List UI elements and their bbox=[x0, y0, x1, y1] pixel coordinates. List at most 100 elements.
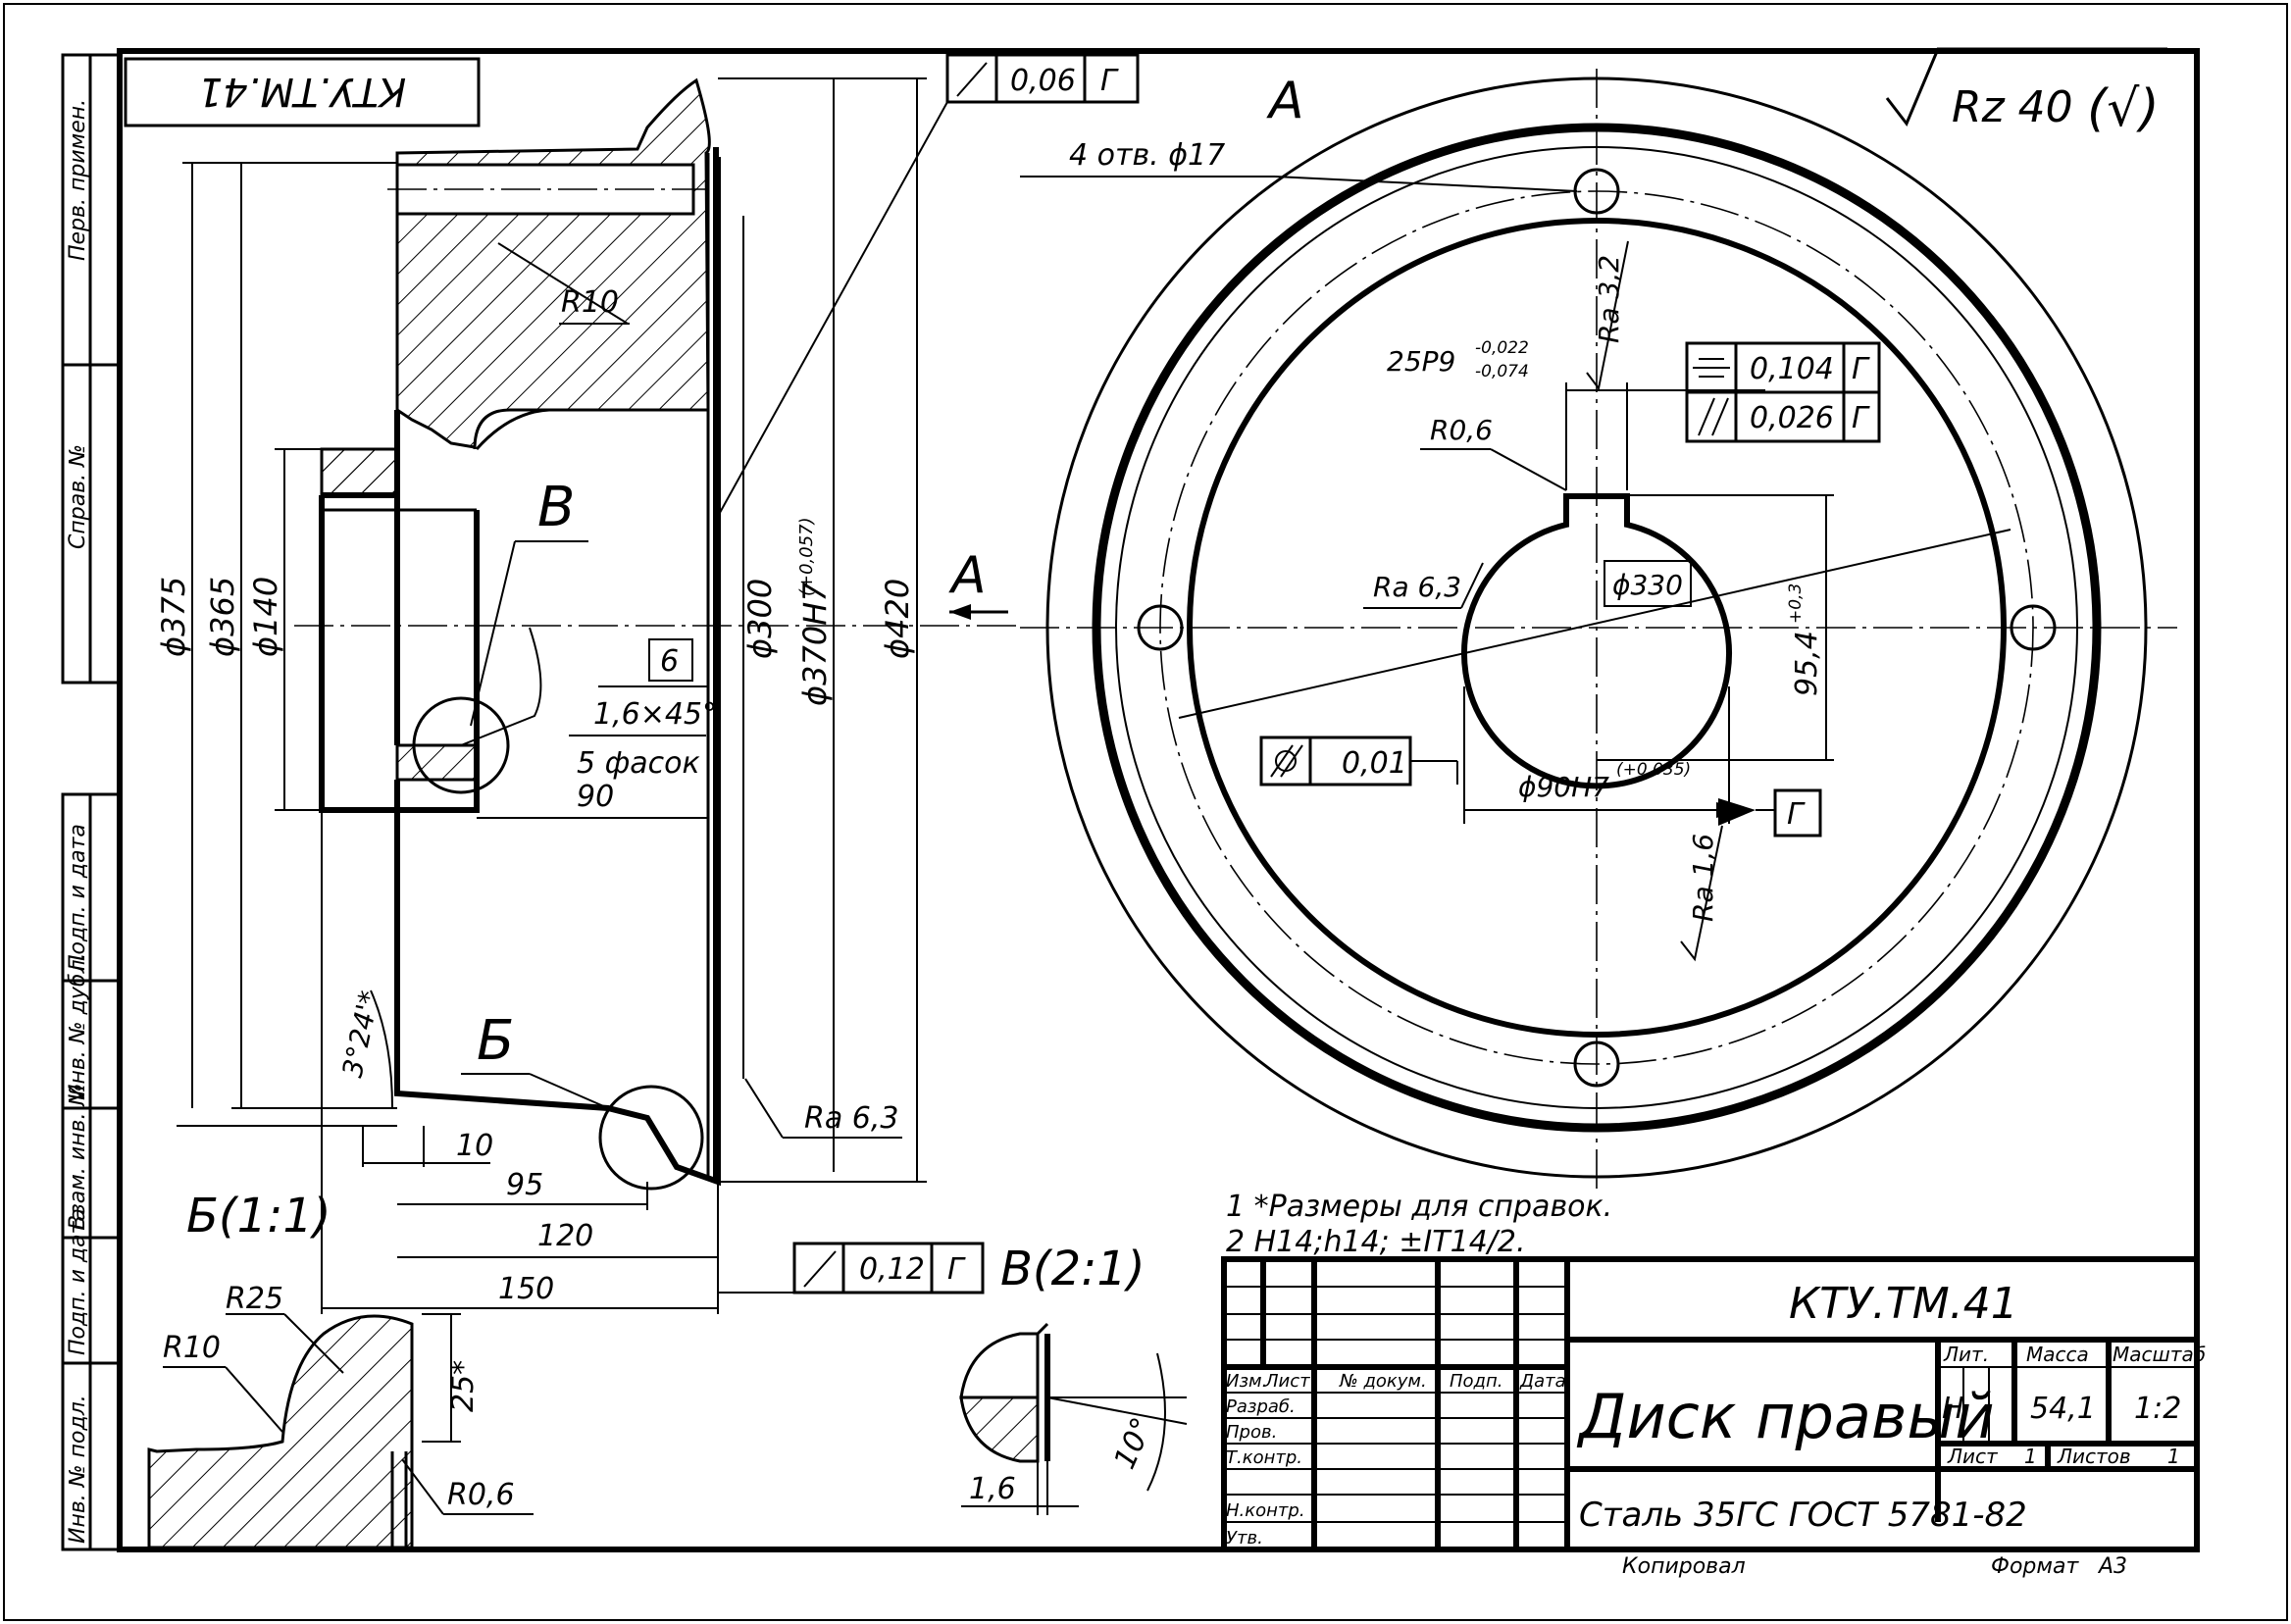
note-2: 2 H14;h14; ±IT14/2. bbox=[1226, 1225, 1526, 1259]
tb-massa: 54,1 bbox=[2030, 1392, 2096, 1426]
view-a: А А 4 отв. ϕ17 Ra 3,2 25P9 -0,022 -0,074… bbox=[948, 69, 2177, 1192]
bore-keyway bbox=[1461, 493, 1732, 789]
tb-tkontr: Т.контр. bbox=[1226, 1447, 1302, 1468]
view-a-arrow-label: А bbox=[948, 546, 987, 605]
sym-base: Г bbox=[1852, 352, 1870, 386]
runout-bottom-frame: 0,12 Г bbox=[718, 1242, 985, 1294]
detail-b-label: Б(1:1) bbox=[186, 1189, 331, 1243]
tb-copied: Копировал bbox=[1622, 1554, 1746, 1579]
tb-masshtab-hdr: Масштаб bbox=[2113, 1343, 2206, 1366]
sym-value: 0,104 bbox=[1750, 352, 1834, 386]
side-inv-podl: Инв. № подл. bbox=[66, 1395, 90, 1544]
detail-v: В(2:1) 1,6 10° bbox=[959, 1242, 1188, 1515]
tb-format-label: Формат bbox=[1991, 1554, 2079, 1579]
ra16: Ra 1,6 bbox=[1687, 834, 1719, 922]
view-r06: R0,6 bbox=[1430, 414, 1493, 446]
general-roughness-mark: (√) bbox=[2087, 79, 2160, 138]
view-a-label: А bbox=[1266, 72, 1304, 130]
tb-lit-hdr: Лит. bbox=[1943, 1343, 1989, 1366]
tb-name: Диск правый bbox=[1576, 1381, 1995, 1452]
side-podp-data-2: Подп. и дата bbox=[66, 1208, 90, 1355]
section-hatch-upper bbox=[320, 77, 711, 497]
tb-prov: Пров. bbox=[1226, 1422, 1277, 1443]
side-podp-data-1: Подп. и дата bbox=[66, 824, 90, 971]
detail-v-label: В(2:1) bbox=[1000, 1242, 1146, 1296]
side-inv-dubl: Инв. № дубл. bbox=[66, 952, 90, 1100]
dim-chamfer-count: 5 фасок bbox=[577, 746, 700, 781]
tb-masshtab: 1:2 bbox=[2134, 1392, 2181, 1426]
tb-listov-no: 1 bbox=[2167, 1445, 2180, 1468]
general-roughness-value: Rz 40 bbox=[1952, 82, 2073, 132]
section-view: ϕ375 ϕ365 ϕ140 ϕ300 ϕ370H7 (+0,057) ϕ420… bbox=[155, 53, 1140, 1314]
side-sprav-no: Справ. № bbox=[66, 444, 90, 549]
dim-954: 95,4 bbox=[1790, 631, 1824, 696]
tb-list-no: 1 bbox=[2024, 1445, 2037, 1468]
tb-list-label: Лист bbox=[1947, 1445, 1999, 1468]
d90: ϕ90H7 bbox=[1518, 771, 1609, 803]
side-vzam-inv: Взам. инв. № bbox=[66, 1084, 90, 1230]
tb-list: Лист bbox=[1264, 1371, 1310, 1392]
note-1: 1 *Размеры для справок. bbox=[1226, 1190, 1612, 1224]
runout-bottom-value: 0,12 bbox=[859, 1252, 925, 1287]
detail-v-angle: 10° bbox=[1107, 1412, 1160, 1474]
section-label-b: Б bbox=[477, 1009, 514, 1073]
tb-podp: Подп. bbox=[1450, 1371, 1502, 1392]
d90-tol: (+0,035) bbox=[1616, 760, 1691, 780]
keyway-dim: 25P9 bbox=[1387, 345, 1455, 378]
dim-chamfer: 1,6×45° bbox=[593, 697, 717, 732]
ra32: Ra 3,2 bbox=[1593, 255, 1625, 343]
tb-data: Дата bbox=[1519, 1371, 1566, 1392]
holes-label: 4 отв. ϕ17 bbox=[1069, 138, 1225, 173]
keyway-upper: -0,022 bbox=[1475, 338, 1529, 358]
tb-format: А3 bbox=[2097, 1554, 2127, 1579]
title-block: Изм. Лист № докум. Подп. Дата Разраб. Пр… bbox=[1221, 1256, 2206, 1579]
runout-top-base: Г bbox=[1100, 64, 1119, 98]
detail-v-dim16: 1,6 bbox=[969, 1472, 1016, 1506]
dim-d370: ϕ370H7 bbox=[796, 582, 834, 706]
dim-d365: ϕ365 bbox=[204, 577, 241, 657]
tolerance-frames: 0,104 Г 0,026 Г bbox=[1685, 341, 1881, 443]
section-hatch-lower bbox=[395, 743, 479, 782]
cyl-value: 0,01 bbox=[1342, 746, 1407, 781]
runout-top-frame: 0,06 Г bbox=[715, 53, 1140, 521]
dim-150: 150 bbox=[498, 1272, 554, 1306]
dim-d375: ϕ375 bbox=[155, 577, 192, 657]
general-roughness: Rz 40 (√) bbox=[1885, 47, 2167, 138]
dim-95: 95 bbox=[506, 1168, 543, 1202]
tb-listov-label: Листов bbox=[2057, 1445, 2131, 1468]
section-label-v: В bbox=[537, 476, 575, 539]
tb-code: КТУ.ТМ.41 bbox=[1789, 1279, 2018, 1329]
runout-bottom-base: Г bbox=[947, 1252, 966, 1287]
datum-g: Г bbox=[1787, 797, 1806, 832]
tb-nkontr: Н.контр. bbox=[1226, 1500, 1305, 1521]
keyway-lower: -0,074 bbox=[1475, 362, 1529, 381]
tb-material: Сталь 35ГС ГОСТ 5781-82 bbox=[1579, 1496, 2027, 1535]
side-perv-primen: Перв. примен. bbox=[66, 99, 90, 261]
tb-utv: Утв. bbox=[1226, 1528, 1263, 1548]
d330: ϕ330 bbox=[1612, 569, 1683, 601]
detail-b: Б(1:1) 25* R25 R10 R0,6 bbox=[147, 1189, 534, 1549]
dim-120: 120 bbox=[537, 1219, 593, 1253]
dim-10: 10 bbox=[456, 1129, 493, 1163]
tb-razrab: Разраб. bbox=[1226, 1396, 1296, 1417]
dim-d420: ϕ420 bbox=[879, 579, 916, 659]
tb-izm: Изм. bbox=[1226, 1371, 1267, 1392]
dim-angle: 3°24'* bbox=[336, 988, 386, 1080]
detail-b-r10: R10 bbox=[163, 1331, 221, 1365]
dim-d140: ϕ140 bbox=[247, 577, 284, 657]
view-ra63: Ra 6,3 bbox=[1373, 571, 1461, 603]
dim-6: 6 bbox=[660, 644, 679, 679]
dim-d370-tol: (+0,057) bbox=[796, 517, 817, 596]
section-r10: R10 bbox=[561, 285, 619, 320]
tb-doc-no: № докум. bbox=[1339, 1371, 1427, 1392]
cylindricity-frame: 0,01 bbox=[1259, 736, 1458, 787]
tb-massa-hdr: Масса bbox=[2026, 1343, 2089, 1366]
mirror-code-box: КТУ.ТМ.41 bbox=[124, 57, 481, 127]
par-base: Г bbox=[1852, 401, 1870, 435]
detail-b-r25: R25 bbox=[226, 1282, 283, 1316]
dim-954-tol: +0,3 bbox=[1786, 584, 1806, 624]
section-ra63: Ra 6,3 bbox=[804, 1101, 898, 1136]
section-hatch-hub bbox=[320, 447, 399, 497]
par-value: 0,026 bbox=[1750, 401, 1834, 435]
